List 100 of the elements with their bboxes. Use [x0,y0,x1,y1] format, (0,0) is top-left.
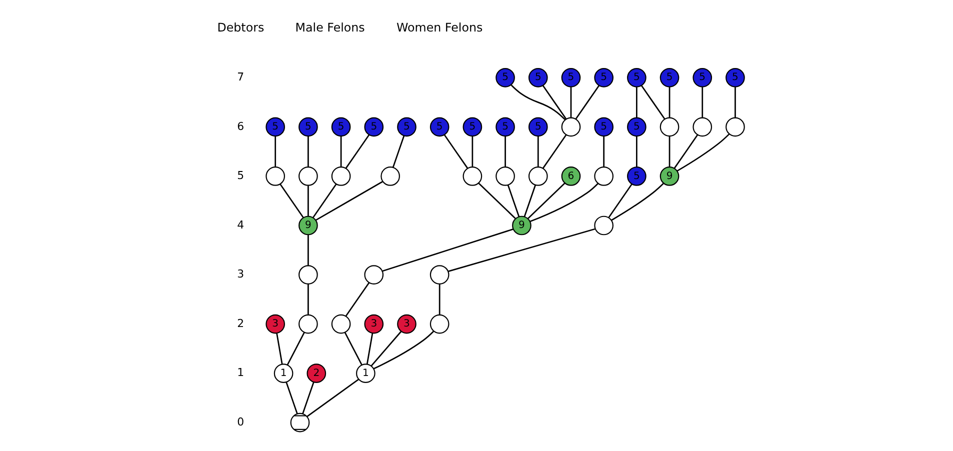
connector [340,136,342,168]
connector [636,87,637,118]
connector [570,87,572,118]
connector [668,87,670,118]
connector [676,134,730,172]
node-circle: 3 [265,314,285,334]
connector [529,182,598,222]
connector [392,136,404,168]
node-circle: 5 [626,68,646,88]
connector [734,87,736,118]
node-circle [560,117,580,137]
connector [438,284,440,315]
node-circle: 3 [364,314,384,334]
connector [448,228,595,272]
node-circle [429,314,449,334]
connector [542,134,566,169]
connector [542,85,566,120]
connector [602,136,604,168]
connector [366,333,373,364]
connector [471,136,473,168]
node-circle [298,166,318,186]
connector [274,136,276,168]
node-circle: 5 [265,117,285,137]
connector [636,136,637,168]
node-circle: 5 [364,117,384,137]
connector [307,136,308,168]
connector [286,332,304,366]
label: 3 [236,268,244,281]
label: 0 [236,415,244,428]
connector [302,382,314,414]
node-circle: 1 [273,364,293,383]
node-circle: 3 [396,314,416,334]
label: Male Felons [294,20,364,35]
connector [382,228,513,272]
node-circle [364,265,384,284]
connector [373,330,434,370]
connector [312,184,336,218]
label: Debtors [216,20,264,35]
node-circle [298,265,318,284]
connector [306,378,358,418]
connector [506,184,520,217]
node-circle: 1 [356,364,375,383]
label: 2 [236,316,244,330]
node-circle: 5 [462,117,482,137]
node-circle: 5 [725,68,744,88]
label: 5 [236,169,244,182]
connector [701,87,703,118]
node-circle [692,117,712,137]
connector [504,136,506,168]
connector [443,134,468,169]
connector [536,136,538,168]
node-circle: 5 [626,117,646,137]
connector [527,182,565,219]
node-circle [298,314,318,334]
node-circle [495,166,514,186]
connector [370,331,402,366]
node-circle [462,166,482,186]
label: 4 [236,218,244,232]
connector [610,182,664,221]
label: 7 [236,70,244,84]
node-circle [725,117,744,137]
label: Women Felons [396,20,482,35]
node-circle: 5 [495,68,514,88]
node-circle [330,314,350,334]
node-circle: 5 [528,68,548,88]
node-circle: 5 [528,117,548,137]
label: 6 [236,120,244,133]
connector [523,184,536,217]
node-circle [429,265,449,284]
node-circle: 2 [306,364,326,383]
node-circle [330,166,350,186]
connector [285,382,298,414]
connector [344,282,370,317]
node-circle [528,166,548,186]
node-circle: 9 [298,216,318,236]
node-circle [380,166,400,186]
connector [307,234,308,266]
connector [668,136,670,168]
node-circle: 5 [560,68,580,88]
node-circle: 5 [594,117,613,137]
connector [510,84,565,120]
connector [344,332,362,366]
node-circle [659,117,679,137]
node-circle: 9 [659,166,679,186]
connector [608,184,632,218]
connector [478,182,516,219]
node-circle: 9 [512,216,531,236]
node-circle [594,216,613,236]
node-circle: 5 [659,68,679,88]
connector [640,85,665,120]
node-circle: 5 [495,117,514,137]
node-circle: 5 [429,117,449,137]
connector [307,284,308,315]
node-circle: 5 [330,117,350,137]
connector [314,180,383,221]
connector [279,184,304,218]
connector [307,186,308,216]
node-circle: 5 [626,166,646,186]
connector [574,85,600,120]
connector [276,333,282,364]
